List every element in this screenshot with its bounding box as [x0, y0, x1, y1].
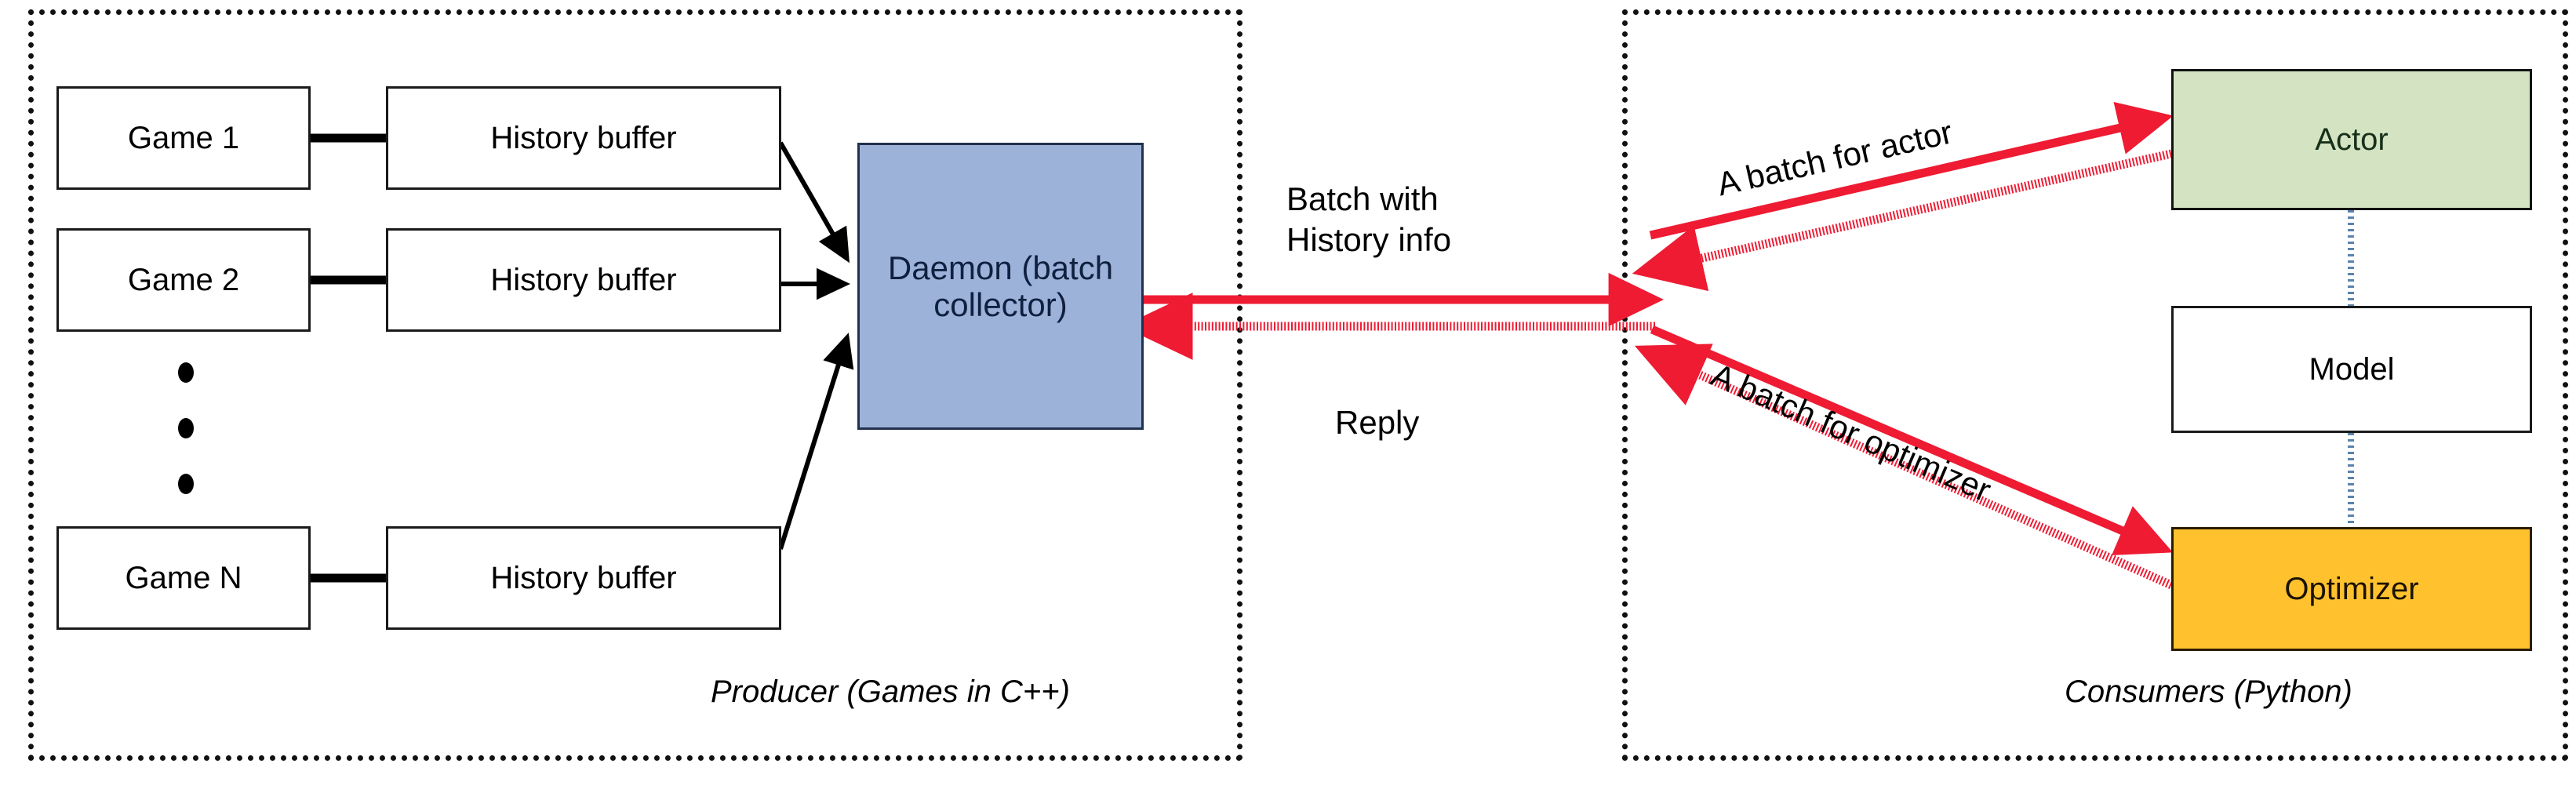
consumer-caption-text: Consumers (Python)	[2065, 674, 2352, 709]
ellipsis-dot	[178, 418, 194, 438]
node-history-buffer-2[interactable]: History buffer	[386, 228, 781, 332]
node-game-n-label: Game N	[125, 560, 242, 595]
node-history-buffer-n[interactable]: History buffer	[386, 526, 781, 630]
node-actor[interactable]: Actor	[2171, 69, 2532, 210]
node-model[interactable]: Model	[2171, 306, 2532, 433]
node-actor-label: Actor	[2315, 122, 2389, 157]
consumer-panel	[1622, 9, 2568, 761]
node-history-buffer-n-label: History buffer	[490, 560, 677, 595]
reply-text: Reply	[1335, 403, 1420, 441]
producer-panel-caption: Producer (Games in C++)	[711, 674, 1070, 710]
node-game-1-label: Game 1	[127, 120, 240, 155]
batch-with-history-info-label: Batch with History info	[1286, 137, 1451, 261]
producer-panel	[28, 9, 1243, 761]
node-daemon-batch-collector[interactable]: Daemon (batch collector)	[857, 143, 1144, 430]
ellipsis-dot	[178, 362, 194, 383]
node-history-buffer-1-label: History buffer	[490, 120, 677, 155]
node-game-2[interactable]: Game 2	[56, 228, 311, 332]
node-history-buffer-2-label: History buffer	[490, 262, 677, 297]
batch-request-text: Batch with History info	[1286, 180, 1452, 259]
consumer-panel-caption: Consumers (Python)	[2065, 674, 2352, 710]
node-game-1[interactable]: Game 1	[56, 86, 311, 190]
node-game-n[interactable]: Game N	[56, 526, 311, 630]
node-game-2-label: Game 2	[127, 262, 240, 297]
ellipsis-dot	[178, 474, 194, 494]
node-daemon-label: Daemon (batch collector)	[887, 249, 1114, 323]
node-history-buffer-1[interactable]: History buffer	[386, 86, 781, 190]
producer-caption-text: Producer (Games in C++)	[711, 674, 1070, 709]
vertical-ellipsis-icon	[176, 362, 195, 494]
reply-label: Reply	[1335, 361, 1419, 443]
node-optimizer[interactable]: Optimizer	[2171, 527, 2532, 651]
node-optimizer-label: Optimizer	[2284, 571, 2419, 606]
node-model-label: Model	[2309, 351, 2395, 387]
